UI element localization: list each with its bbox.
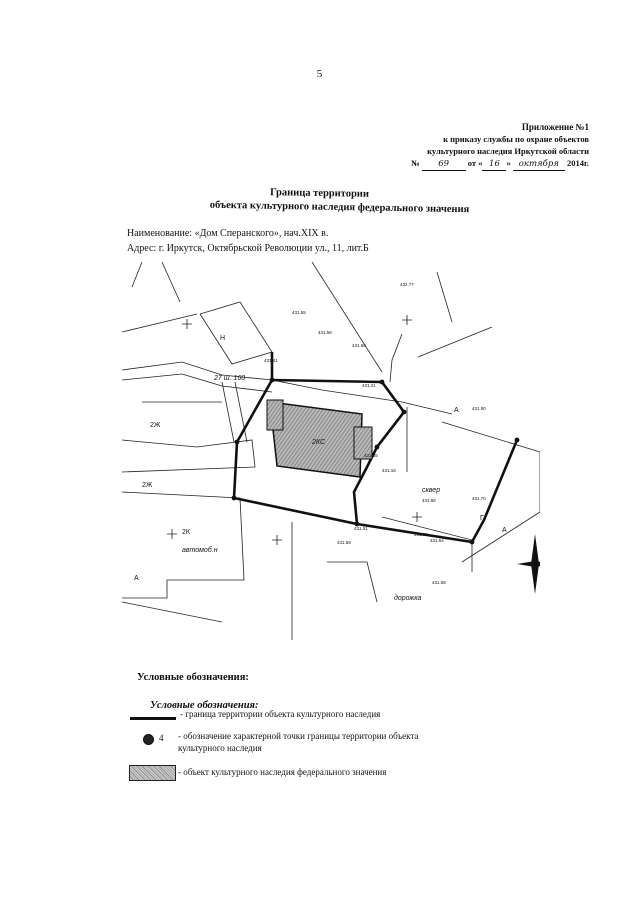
appendix-date-from: от « — [467, 158, 483, 168]
building-outline-2k — [122, 491, 245, 599]
svg-text:431.51: 431.51 — [354, 526, 368, 531]
page-number: 5 — [316, 68, 323, 80]
svg-text:431.21: 431.21 — [362, 383, 376, 388]
svg-text:431.68: 431.68 — [422, 498, 436, 503]
boundary-points — [231, 377, 520, 545]
handwritten-month: октября — [512, 158, 565, 171]
territory-boundary-line — [356, 439, 519, 544]
map-label: А — [454, 407, 459, 414]
legend-boundary-text: - граница территории объекта культурного… — [180, 709, 381, 719]
point-marker-icon — [143, 734, 154, 745]
road-edge — [381, 516, 473, 572]
road-edge — [327, 561, 378, 603]
building-outline-n — [199, 301, 273, 365]
svg-text:431.70: 431.70 — [472, 496, 486, 501]
heritage-building-wing — [266, 399, 284, 431]
road-edge — [122, 601, 223, 623]
svg-text:431.64: 431.64 — [414, 532, 428, 537]
road-edge — [417, 326, 493, 358]
hatch-line — [234, 381, 248, 443]
north-arrow-icon — [517, 534, 540, 594]
building-outline-2zh — [122, 439, 256, 473]
handwritten-day: 16 — [482, 158, 507, 171]
svg-text:431.61: 431.61 — [264, 358, 278, 363]
svg-text:431.54: 431.54 — [430, 538, 444, 543]
legend-heritage-text: - объект культурного наследия федерально… — [178, 767, 387, 777]
svg-text:431.16: 431.16 — [382, 468, 396, 473]
road-edge — [436, 271, 453, 323]
appendix-number-date-line: № 69 от «16» октября 2014г. — [410, 158, 589, 171]
elevation-marks: 431.59 431.51 431.54 431.58 431.64 431.1… — [264, 282, 486, 585]
map-label: А — [134, 575, 139, 582]
appendix-title: Приложение №1 — [521, 122, 589, 132]
map-label-italic: 2КС — [311, 439, 326, 446]
tree-markers — [167, 315, 422, 545]
street-line-top-2 — [122, 373, 273, 393]
appendix-agency-line: культурного наследия Иркутской области — [427, 146, 589, 156]
legend-point-number: 4 — [159, 733, 164, 743]
svg-text:431.35: 431.35 — [364, 453, 378, 458]
object-name-line: Наименование: «Дом Сперанского», нач.XIX… — [127, 228, 329, 239]
map-label: 2Ж — [150, 422, 161, 429]
svg-text:432.77: 432.77 — [400, 282, 414, 287]
object-address-line: Адрес: г. Иркутск, Октябрьской Революции… — [127, 243, 369, 254]
heritage-object-hatch-symbol — [129, 765, 176, 781]
map-label: 2Ж — [142, 482, 153, 489]
legend-box-title: Условные обозначения: — [150, 700, 259, 711]
legend-point-text: - обозначение характерной точки границы … — [178, 731, 419, 753]
svg-text:431.58: 431.58 — [352, 343, 366, 348]
svg-text:431.58: 431.58 — [432, 580, 446, 585]
road-edge — [161, 262, 181, 303]
road-edge — [311, 262, 383, 373]
map-label-italic: сквер — [422, 487, 440, 494]
svg-text:431.55: 431.55 — [292, 310, 306, 315]
svg-text:431.56: 431.56 — [318, 330, 332, 335]
hatch-line — [221, 381, 235, 443]
map-label-italic: дорожка — [394, 594, 422, 602]
map-label: Н — [220, 335, 225, 342]
fence-line — [122, 313, 198, 333]
heritage-building-speransky-house — [269, 401, 363, 478]
map-label: Г — [480, 515, 484, 522]
street-label: 27 ш. 160 — [213, 375, 245, 382]
handwritten-order-number: 69 — [421, 158, 466, 171]
appendix-order-line: к приказу службы по охране объектов — [443, 134, 589, 144]
map-label: 2К — [182, 529, 191, 536]
svg-text:431.59: 431.59 — [337, 540, 351, 545]
map-label-italic: автомоб.н — [182, 546, 218, 554]
boundary-line-symbol — [130, 717, 176, 720]
svg-text:431.90: 431.90 — [472, 406, 486, 411]
territory-boundary-line — [232, 378, 406, 526]
appendix-year: 2014г. — [566, 158, 589, 168]
legend-header: Условные обозначения: — [137, 672, 249, 683]
heritage-building-wing — [353, 426, 373, 460]
fence-line — [131, 262, 143, 288]
road-edge — [389, 333, 403, 383]
map-label: А — [502, 527, 507, 534]
appendix-no-label: № — [410, 158, 420, 168]
parcel-edge — [441, 421, 540, 563]
cadastral-map: Н 2Ж 2Ж 2К А А А Г 2КС автомоб.н сквер д… — [122, 262, 540, 640]
